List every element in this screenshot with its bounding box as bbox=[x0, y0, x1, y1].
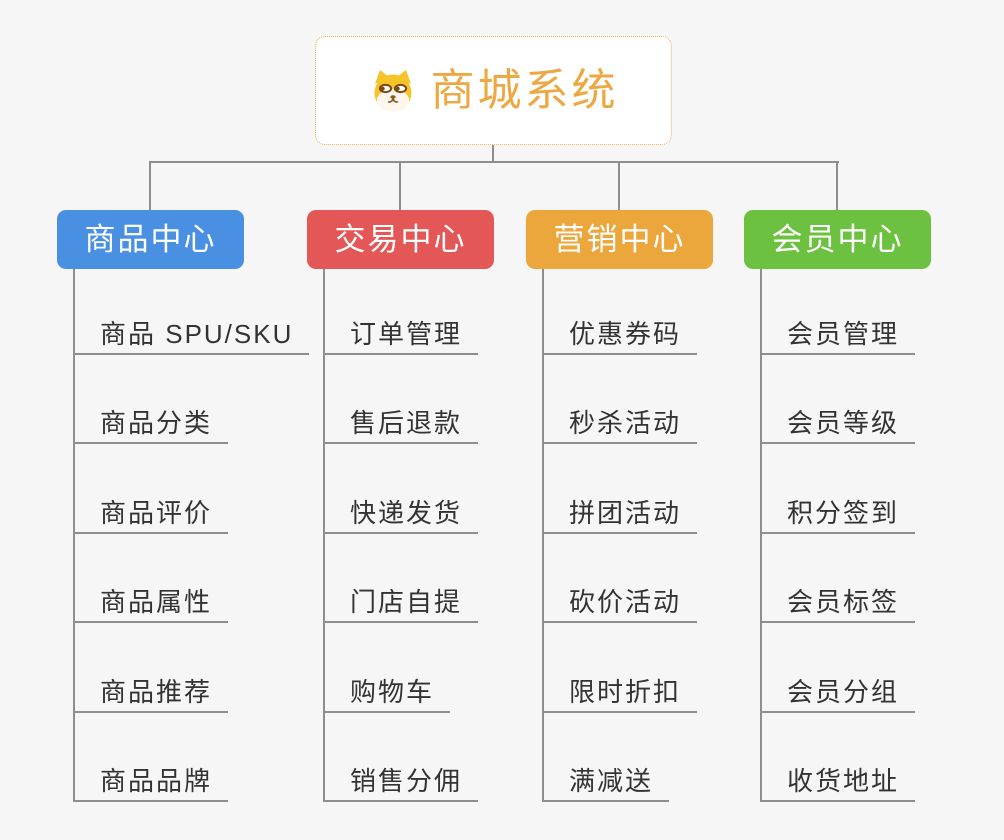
child-item[interactable]: 商品推荐 bbox=[73, 677, 229, 713]
child-item[interactable]: 商品属性 bbox=[73, 587, 229, 624]
child-item[interactable]: 商品分类 bbox=[73, 408, 229, 445]
child-item[interactable]: 拼团活动 bbox=[542, 498, 698, 534]
connector-horizontal bbox=[149, 161, 839, 163]
branch-node[interactable]: 商品中心 bbox=[57, 210, 244, 269]
child-item[interactable]: 购物车 bbox=[323, 677, 451, 713]
branch-node[interactable]: 营销中心 bbox=[526, 210, 713, 269]
child-item[interactable]: 商品 SPU/SKU bbox=[73, 319, 310, 355]
connector-child-spine bbox=[542, 269, 544, 800]
root-title: 商城系统 bbox=[430, 65, 619, 115]
child-item[interactable]: 砍价活动 bbox=[542, 587, 698, 624]
connector-branch-drop bbox=[149, 161, 151, 210]
child-item[interactable]: 会员等级 bbox=[760, 408, 916, 445]
connector-child-spine bbox=[323, 269, 325, 800]
branch-node[interactable]: 会员中心 bbox=[744, 210, 931, 269]
child-item[interactable]: 会员分组 bbox=[760, 677, 916, 713]
child-item[interactable]: 优惠券码 bbox=[542, 319, 698, 355]
branch-label: 营销中心 bbox=[553, 222, 686, 257]
branch-label: 商品中心 bbox=[84, 222, 217, 257]
child-item[interactable]: 满减送 bbox=[542, 766, 670, 802]
connector-branch-drop bbox=[399, 161, 401, 210]
child-item[interactable]: 销售分佣 bbox=[323, 766, 479, 802]
child-item[interactable]: 商品品牌 bbox=[73, 766, 229, 802]
connector-branch-drop bbox=[836, 161, 838, 210]
child-item[interactable]: 订单管理 bbox=[323, 319, 479, 355]
connector-child-spine bbox=[73, 269, 75, 800]
child-item[interactable]: 快递发货 bbox=[323, 498, 479, 534]
child-item[interactable]: 积分签到 bbox=[760, 498, 916, 534]
root-node[interactable]: 商城系统 bbox=[315, 36, 672, 145]
child-item[interactable]: 门店自提 bbox=[323, 587, 479, 624]
shiba-dog-icon bbox=[369, 68, 417, 114]
child-item[interactable]: 会员标签 bbox=[760, 587, 916, 624]
connector-child-spine bbox=[760, 269, 762, 800]
child-item[interactable]: 会员管理 bbox=[760, 319, 916, 355]
connector-branch-drop bbox=[618, 161, 620, 210]
child-item[interactable]: 售后退款 bbox=[323, 408, 479, 445]
child-item[interactable]: 商品评价 bbox=[73, 498, 229, 534]
branch-node[interactable]: 交易中心 bbox=[307, 210, 494, 269]
child-item[interactable]: 限时折扣 bbox=[542, 677, 698, 713]
child-item[interactable]: 秒杀活动 bbox=[542, 408, 698, 445]
branch-label: 会员中心 bbox=[771, 222, 904, 257]
connector-root-drop bbox=[492, 145, 494, 162]
branch-label: 交易中心 bbox=[334, 222, 467, 257]
child-item[interactable]: 收货地址 bbox=[760, 766, 916, 802]
